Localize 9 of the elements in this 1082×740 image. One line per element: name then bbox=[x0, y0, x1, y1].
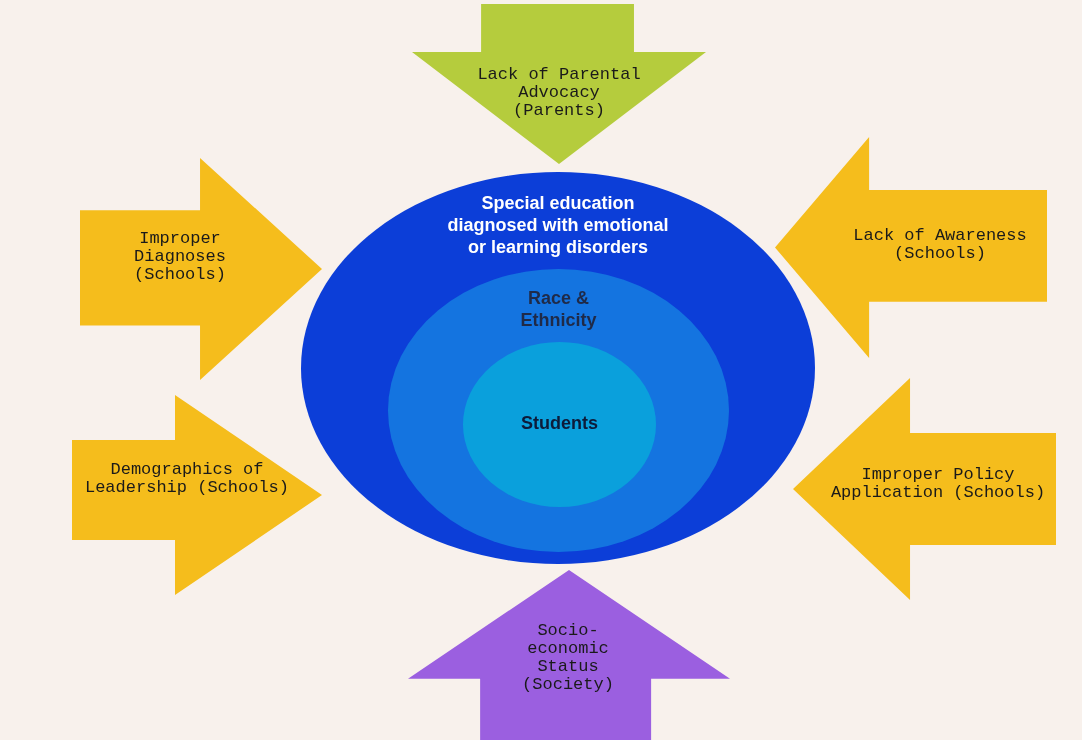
arrow-label: Improper Policy Application (Schools) bbox=[829, 466, 1047, 502]
circle-label: Students bbox=[520, 412, 599, 434]
arrow-label: Improper Diagnoses (Schools) bbox=[133, 230, 227, 284]
arrow-label: Lack of Parental Advocacy (Parents) bbox=[476, 66, 642, 120]
circle-label: Race & Ethnicity bbox=[519, 287, 598, 331]
arrow-label: Socio-economic Status (Society) bbox=[521, 622, 615, 694]
arrow-label: Demographics of Leadership (Schools) bbox=[83, 461, 290, 497]
arrow-label: Lack of Awareness (Schools) bbox=[852, 227, 1028, 263]
circle-label: Special education diagnosed with emotional or learning disorders bbox=[446, 192, 670, 258]
